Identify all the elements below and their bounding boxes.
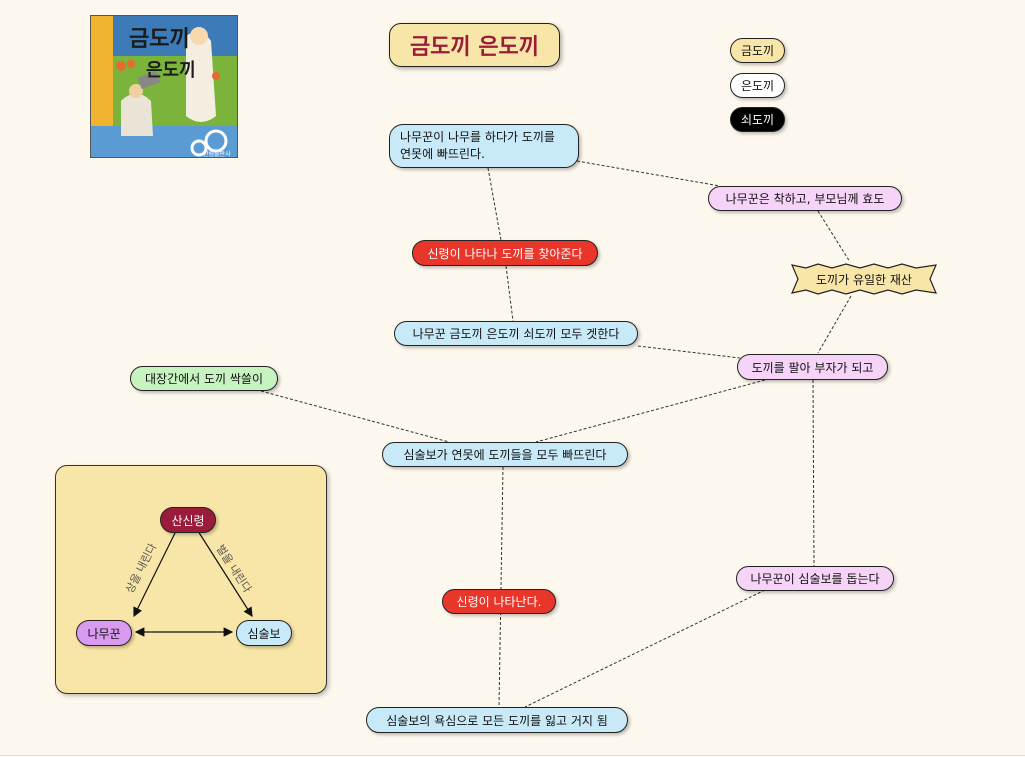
- connector-n1-n3: [487, 167, 502, 241]
- connector-n6-n9: [812, 379, 815, 567]
- relation-spirit-woodcutter: [133, 530, 177, 618]
- connector-n8-n11: [498, 466, 504, 708]
- node-only-asset-label: 도끼가 유일한 재산: [816, 272, 912, 287]
- node-sells-axe-rich[interactable]: 도끼를 팔아 부자가 되고: [737, 354, 888, 380]
- connector-n9-n11: [524, 589, 766, 708]
- connector-n1-n2: [576, 160, 721, 187]
- character-woodcutter[interactable]: 나무꾼: [76, 620, 132, 646]
- node-woodcutter-helps-greedy[interactable]: 나무꾼이 심술보를 돕는다: [736, 566, 894, 591]
- character-spirit[interactable]: 산신령: [160, 507, 216, 533]
- node-spirit-finds-axe[interactable]: 신령이 나타나 도끼를 찾아준다: [412, 240, 598, 266]
- character-relationship-panel: 상을 내린다 벌을 내린다 산신령 나무꾼 심술보: [55, 465, 327, 694]
- node-buys-all-axes[interactable]: 대장간에서 도끼 싹쓸이: [130, 366, 278, 391]
- node-woodcutter-filial[interactable]: 나무꾼은 착하고, 부모님께 효도: [708, 186, 902, 211]
- node-spirit-appears[interactable]: 신령이 나타난다.: [442, 589, 556, 614]
- cover-publisher: 한림출판사: [203, 150, 231, 158]
- cover-title-line2: 은도끼: [146, 60, 196, 81]
- character-greedy[interactable]: 심술보: [236, 620, 292, 646]
- connector-n7-n8: [260, 390, 450, 443]
- connector-n2-n4: [817, 210, 851, 263]
- legend-silver-axe: 은도끼: [730, 73, 785, 98]
- bottom-divider: [0, 755, 1025, 756]
- page-title: 금도끼 은도끼: [389, 23, 560, 67]
- node-woodcutter-drops-axe[interactable]: 나무꾼이 나무를 하다가 도끼를 연못에 빠뜨린다.: [389, 124, 579, 168]
- cover-title-line1: 금도끼: [129, 27, 190, 52]
- node-only-asset[interactable]: 도끼가 유일한 재산: [790, 262, 938, 296]
- book-cover-image: 금도끼 은도끼 한림출판사: [90, 15, 238, 158]
- connector-n6-n8: [535, 379, 766, 443]
- node-greedy-drops-axes[interactable]: 심술보가 연못에 도끼들을 모두 빠뜨린다: [382, 442, 628, 467]
- connector-n5-n6: [637, 345, 741, 359]
- connector-n3-n5: [505, 265, 514, 322]
- legend-gold-axe: 금도끼: [730, 38, 785, 63]
- label-gives-reward: 상을 내린다: [123, 541, 159, 595]
- legend-iron-axe: 쇠도끼: [730, 107, 785, 132]
- connector-n4-n6: [817, 295, 852, 354]
- node-woodcutter-gets-all-axes[interactable]: 나무꾼 금도끼 은도끼 쇠도끼 모두 겟한다: [394, 321, 638, 346]
- relation-spirit-greedy: [197, 530, 253, 618]
- node-greedy-loses-all[interactable]: 심술보의 욕심으로 모든 도끼를 잃고 거지 됨: [366, 707, 628, 733]
